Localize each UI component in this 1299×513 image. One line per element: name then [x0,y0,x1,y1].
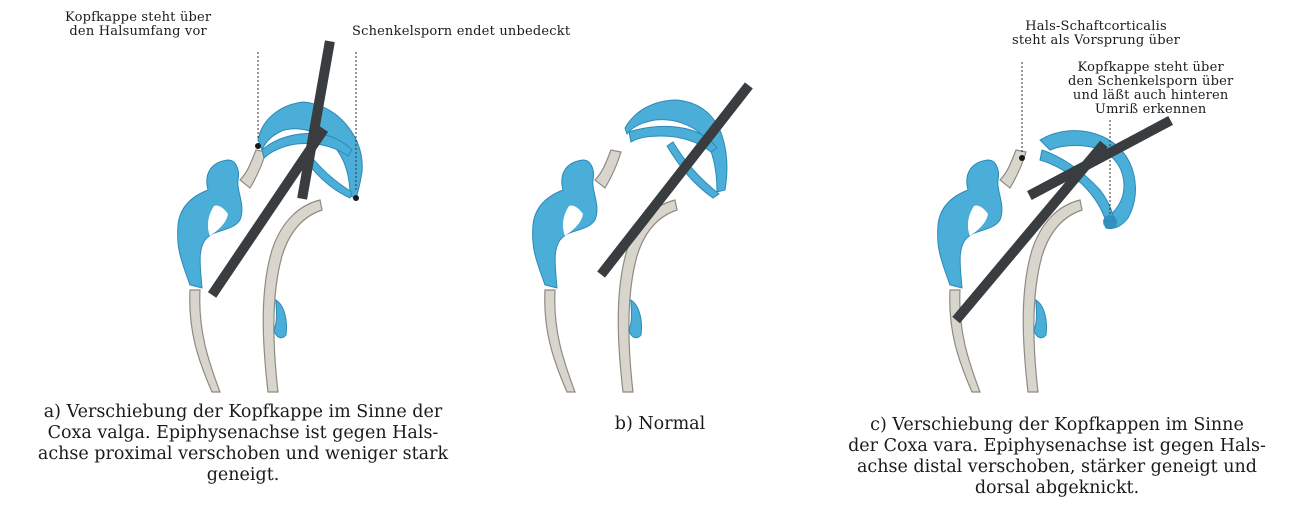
caption-line: geneigt. [206,465,280,485]
annotation-kopfkappe-a: Kopfkappe steht über den Halsumfang vor [65,11,211,39]
caption-line: c) Verschiebung der Kopfkappen im Sinne [870,415,1244,435]
caption-line: dorsal abgeknickt. [974,478,1140,498]
annotation-line: den Schenkelsporn über [1068,74,1234,89]
femur-panel-c [937,62,1173,393]
annotation-kopfkappe-c: Kopfkappe steht über den Schenkelsporn ü… [1068,61,1233,117]
annotation-line: und läßt auch hinteren [1072,88,1229,103]
annotation-line: den Halsumfang vor [69,24,207,39]
caption-panel-c: c) Verschiebung der Kopfkappen im Sinne … [822,415,1292,499]
femur-panel-b [532,82,753,393]
caption-panel-b: b) Normal [590,414,730,435]
caption-line: achse proximal verschoben und weniger st… [37,444,449,464]
annotation-schenkelsporn-a: Schenkelsporn endet unbedeckt [352,25,570,39]
caption-line: a) Verschiebung der Kopfkappe im Sinne d… [43,402,443,422]
annotation-line: steht als Vorsprung über [1012,33,1181,48]
annotation-line: Hals-Schaftcorticalis [1025,19,1167,34]
annotation-line: Kopfkappe steht über [1077,60,1224,75]
caption-line: achse distal verschoben, stärker geneigt… [857,457,1257,477]
caption-line: der Coxa vara. Epiphysenachse ist gegen … [848,436,1266,456]
annotation-corticalis-c: Hals-Schaftcorticalis steht als Vorsprun… [1012,20,1180,48]
caption-line: b) Normal [614,414,706,434]
caption-line: Coxa valga. Epiphysenachse ist gegen Hal… [47,423,439,443]
caption-panel-a: a) Verschiebung der Kopfkappe im Sinne d… [8,402,478,486]
femur-panel-a [177,40,363,393]
annotation-line: Kopfkappe steht über [65,10,212,25]
annotation-line: Schenkelsporn endet unbedeckt [352,24,571,39]
annotation-line: Umriß erkennen [1094,102,1207,117]
